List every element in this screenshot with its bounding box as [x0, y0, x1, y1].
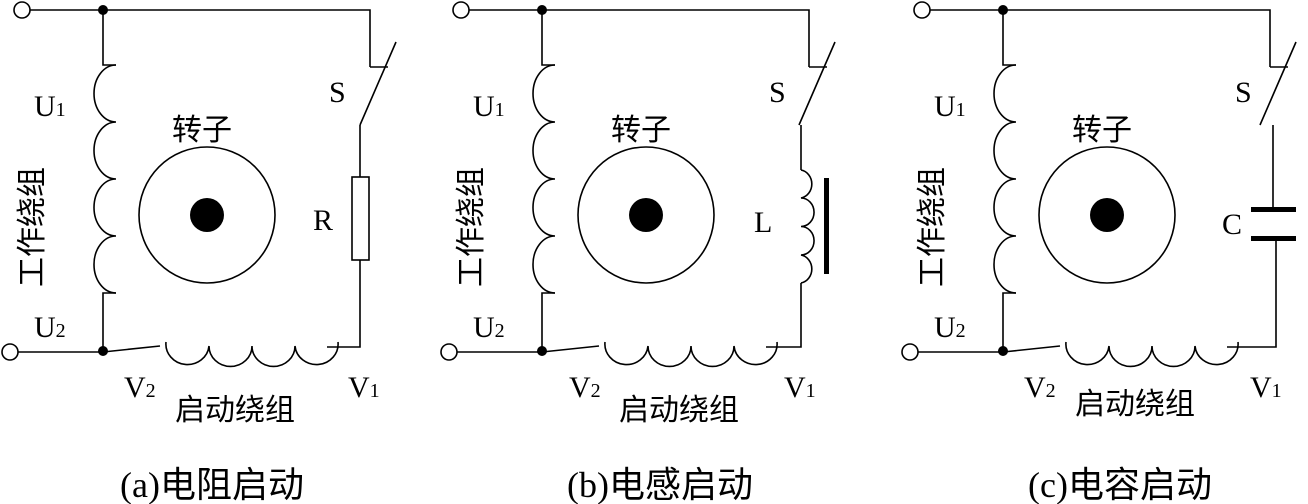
label-working-winding: 工作绕组 [16, 167, 49, 287]
panel-a-labels: U1 U2 V2 V1 S R 转子 启动绕组 工作绕组 (a)电阻启动 [16, 76, 380, 504]
inductor-core [824, 178, 829, 274]
label-starting-winding: 启动绕组 [619, 394, 739, 427]
label-switch: S [1235, 76, 1252, 109]
label-u2: U2 [934, 311, 966, 344]
label-component: L [754, 206, 772, 239]
label-u2: U2 [473, 311, 505, 344]
resistor-symbol [351, 176, 370, 261]
panel-c-capacitor-start [901, 1, 1297, 368]
panel-c-labels: U1 U2 V2 V1 S C 转子 启动绕组 工作绕组 (c)电容启动 [916, 76, 1282, 504]
label-v1: V1 [784, 371, 816, 404]
label-v2: V2 [1024, 371, 1056, 404]
label-switch: S [329, 76, 346, 109]
caption: (b)电感启动 [567, 465, 753, 504]
label-v2: V2 [569, 371, 601, 404]
label-switch: S [769, 76, 786, 109]
label-rotor: 转子 [611, 114, 671, 147]
label-working-winding: 工作绕组 [916, 167, 949, 287]
panel-a-resistor-start [1, 1, 397, 368]
label-rotor: 转子 [1072, 114, 1132, 147]
label-u2: U2 [34, 311, 66, 344]
label-starting-winding: 启动绕组 [175, 394, 295, 427]
capacitor-plate-bottom [1251, 236, 1296, 241]
label-component: R [313, 204, 333, 237]
label-u1: U1 [34, 90, 66, 123]
inductor-symbol [800, 169, 815, 284]
panel-b-labels: U1 U2 V2 V1 S L 转子 启动绕组 工作绕组 (b)电感启动 [455, 76, 816, 504]
label-starting-winding: 启动绕组 [1075, 388, 1195, 421]
label-component: C [1222, 208, 1242, 241]
label-v1: V1 [1250, 371, 1282, 404]
label-u1: U1 [934, 90, 966, 123]
label-v1: V1 [348, 371, 380, 404]
label-v2: V2 [124, 371, 156, 404]
caption: (a)电阻启动 [120, 465, 304, 504]
capacitor-plate-top [1251, 207, 1296, 212]
caption: (c)电容启动 [1028, 465, 1212, 504]
label-u1: U1 [473, 90, 505, 123]
label-working-winding: 工作绕组 [455, 167, 488, 287]
panel-b-inductor-start [440, 1, 836, 368]
label-rotor: 转子 [172, 114, 232, 147]
